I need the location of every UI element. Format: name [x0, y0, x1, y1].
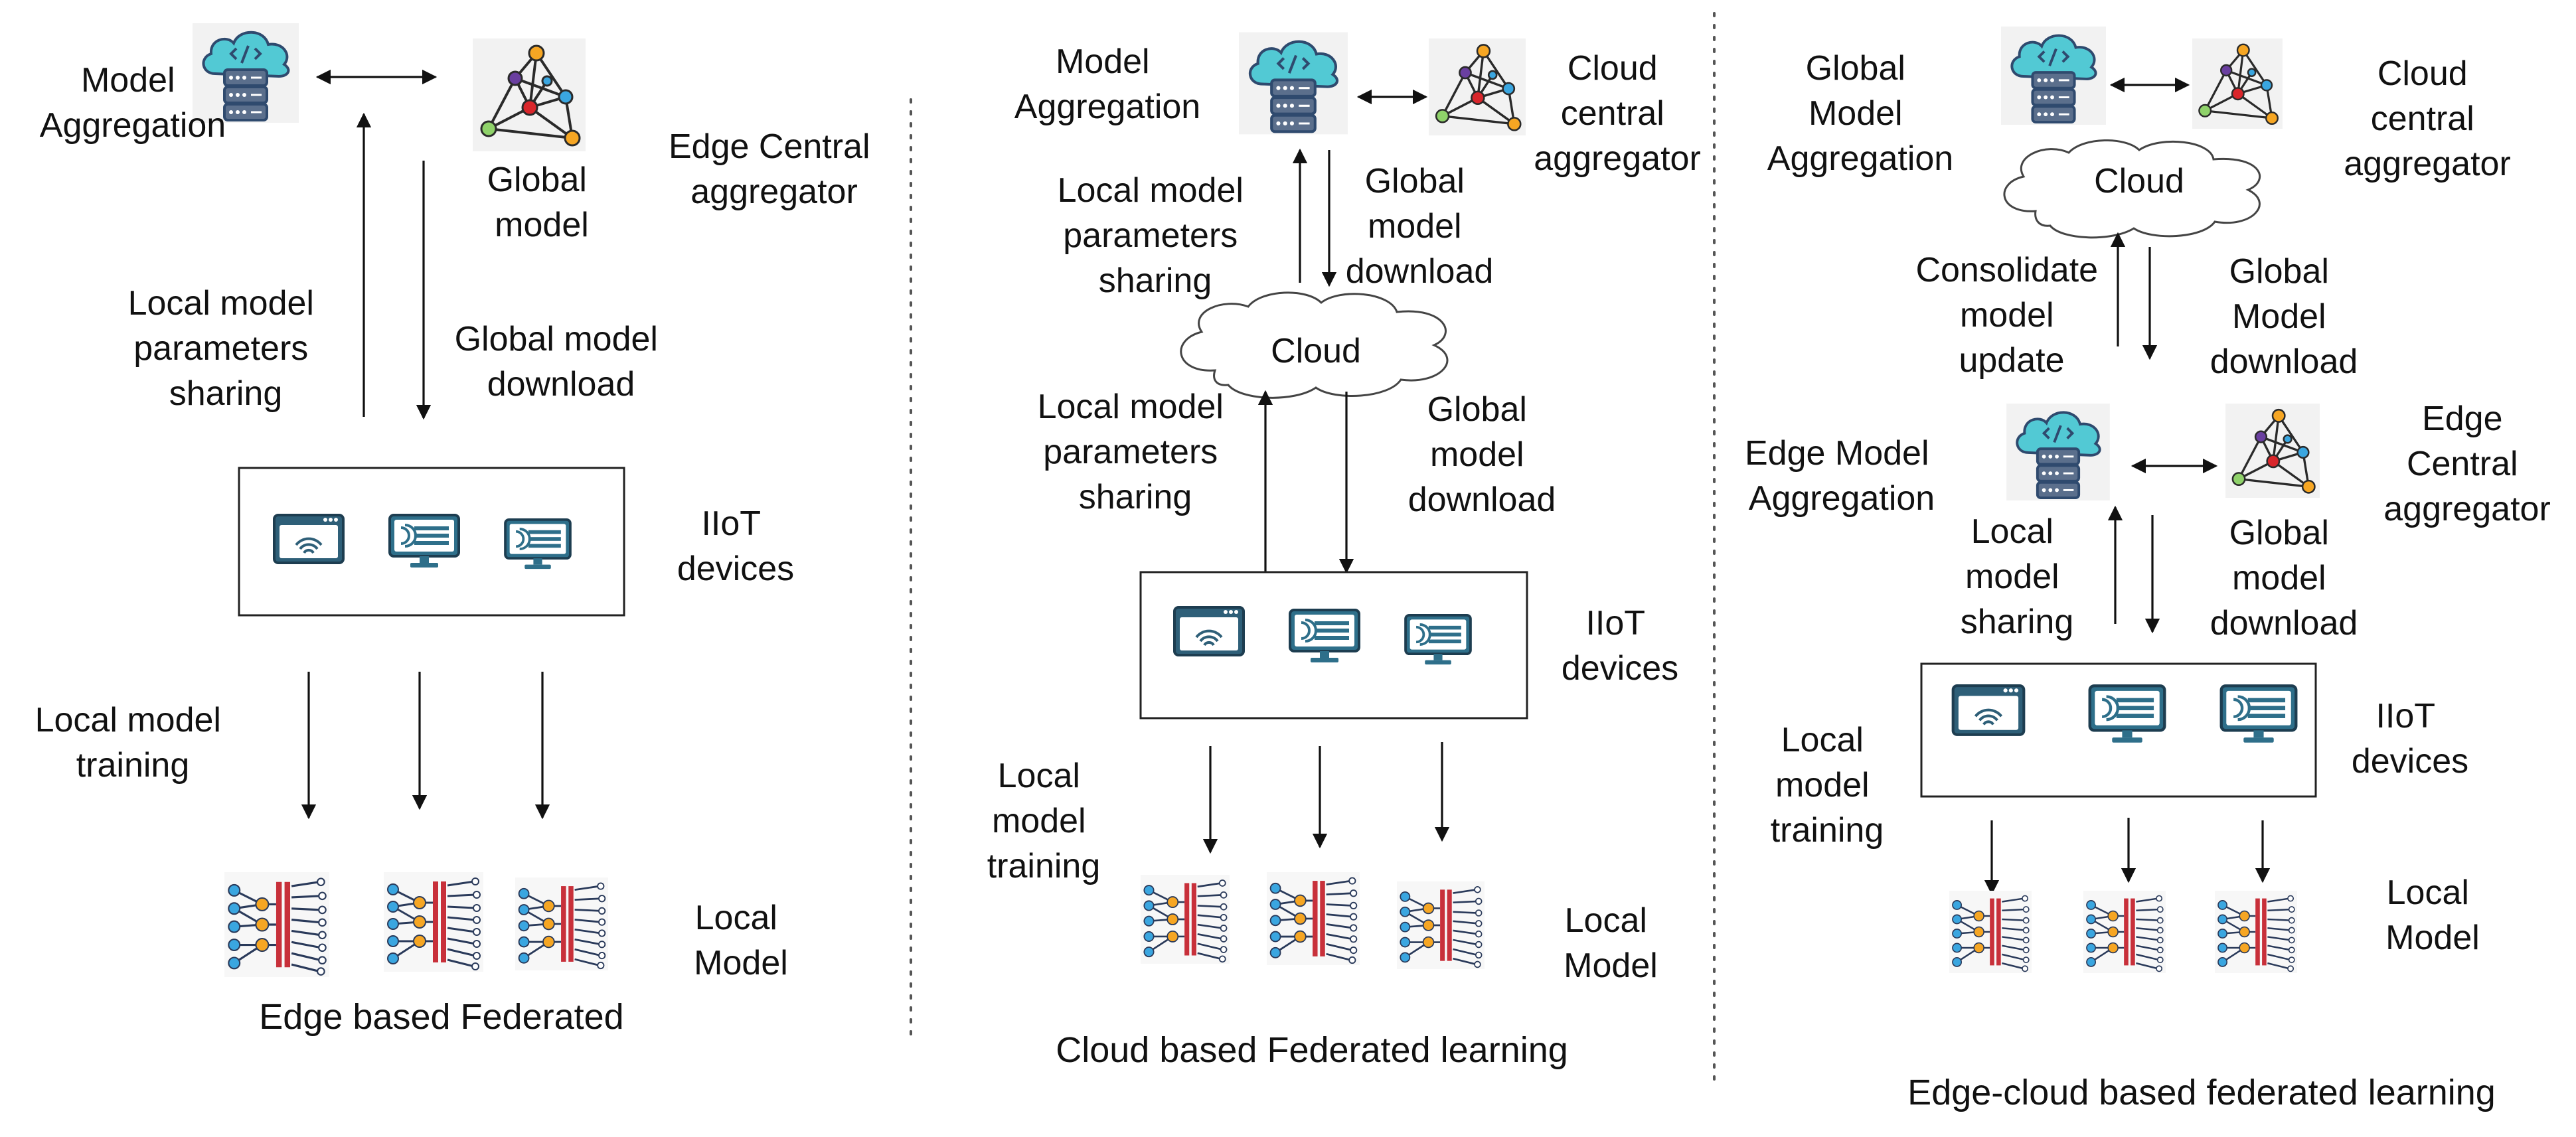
cloud-shape [1180, 291, 1449, 399]
neural-network-icon [1397, 881, 1485, 969]
label-local-model-training: Local model training [987, 757, 1101, 885]
label-edge-central-aggregator: Edge Central aggregator [669, 127, 880, 211]
label-local-model-training: Local model training [1771, 721, 1884, 850]
cloud-server-icon [2001, 27, 2106, 125]
panel-edge-cloud-based: Global Model Aggregation Cloud central a… [1745, 27, 2551, 1112]
label-cloud-central-aggregator: Cloud central aggregator [2344, 54, 2511, 183]
label-edge-model-aggregation: Edge Model Aggregation [1745, 434, 1939, 518]
label-model-aggregation: Model Aggregation [1014, 42, 1200, 126]
wifi-monitor-icon [1173, 606, 1245, 656]
label-global-model-download-top: Global model download [1346, 162, 1494, 291]
global-model-network-icon [1429, 38, 1526, 135]
label-global-model-aggregation: Global Model Aggregation [1767, 49, 1953, 178]
global-model-network-icon [2192, 38, 2283, 129]
label-local-model: Local Model [694, 899, 788, 982]
neural-network-icon [1267, 872, 1360, 965]
caption-edge-based: Edge based Federated [259, 997, 623, 1037]
label-local-model: Local Model [1564, 901, 1658, 985]
cloud-label: Cloud [1271, 332, 1361, 370]
label-iiot-devices: IIoT devices [677, 504, 794, 588]
label-local-params-sharing-top: Local model parameters sharing [1058, 171, 1253, 300]
label-local-model-sharing: Local model sharing [1961, 512, 2074, 641]
neural-network-icon [2215, 891, 2297, 973]
label-cloud-central-aggregator: Cloud central aggregator [1534, 49, 1701, 178]
global-model-network-icon [2225, 404, 2320, 498]
label-global-model-download: Global model download [455, 320, 668, 404]
label-iiot-devices: IIoT devices [1562, 604, 1678, 688]
label-local-model: Local Model [2385, 873, 2480, 957]
caption-cloud-based: Cloud based Federated learning [1056, 1030, 1568, 1070]
label-iiot-devices: IIoT devices [2352, 697, 2468, 781]
label-global-model-download-bottom: Global model download [2210, 514, 2358, 643]
global-model-network-icon [473, 38, 586, 151]
label-consolidate-model-update: Consolidate model update [1915, 251, 2107, 380]
neural-network-icon [1141, 875, 1230, 964]
label-edge-central-aggregator: Edge Central aggregator [2383, 400, 2551, 528]
label-local-params-sharing-bottom: Local model parameters sharing [1038, 388, 1234, 516]
neural-network-icon [384, 872, 483, 972]
label-local-params-sharing: Local model parameters sharing [128, 284, 324, 413]
panel-edge-based: Model Aggregation Global model Edge Cent… [35, 23, 880, 1037]
neural-network-icon [2083, 891, 2166, 973]
label-global-model: Global model [487, 161, 597, 244]
caption-edge-cloud-based: Edge-cloud based federated learning [1907, 1073, 2496, 1112]
neural-network-icon [1949, 891, 2032, 973]
cloud-server-icon [2006, 404, 2110, 500]
cloud-label: Cloud [2094, 162, 2184, 200]
cloud-server-icon [1239, 33, 1348, 135]
label-model-aggregation: Model Aggregation [40, 61, 226, 145]
label-global-model-download-top: Global Model download [2210, 252, 2358, 381]
neural-network-icon [515, 877, 608, 970]
panel-cloud-based: Model Aggregation Cloud central aggregat… [987, 33, 1701, 1070]
label-local-model-training: Local model training [35, 701, 231, 785]
wifi-monitor-icon [273, 514, 345, 564]
neural-network-icon [224, 872, 329, 977]
label-global-model-download-bottom: Global model download [1408, 390, 1556, 519]
wifi-monitor-icon [1953, 686, 2024, 735]
